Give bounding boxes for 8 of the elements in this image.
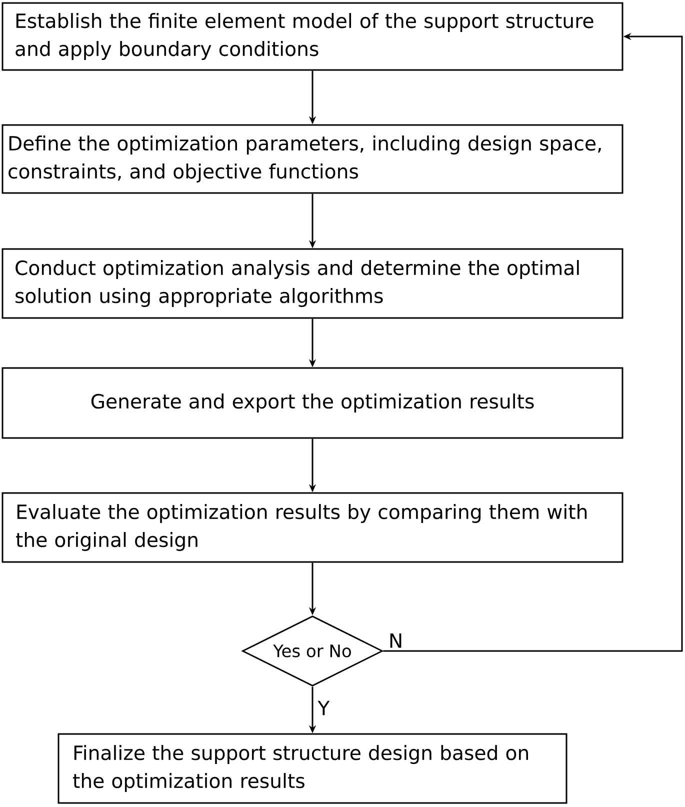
edge-label: N bbox=[390, 634, 402, 648]
process-box: Define the optimization parameters, including design space, constraints, and objective functions bbox=[2, 124, 624, 194]
process-box: Conduct optimization analysis and determine the optimal solution using appropriate algorithms bbox=[2, 248, 624, 319]
process-box: Generate and export the optimization results bbox=[2, 367, 624, 439]
process-box: Evaluate the optimization results by comparing them with the original design bbox=[2, 492, 624, 563]
process-box: Establish the finite element model of the support structure and apply boundary conditions bbox=[2, 2, 624, 71]
edge-label: Y bbox=[318, 700, 330, 716]
process-box: Finalize the support structure design based on the optimization results bbox=[58, 733, 568, 804]
